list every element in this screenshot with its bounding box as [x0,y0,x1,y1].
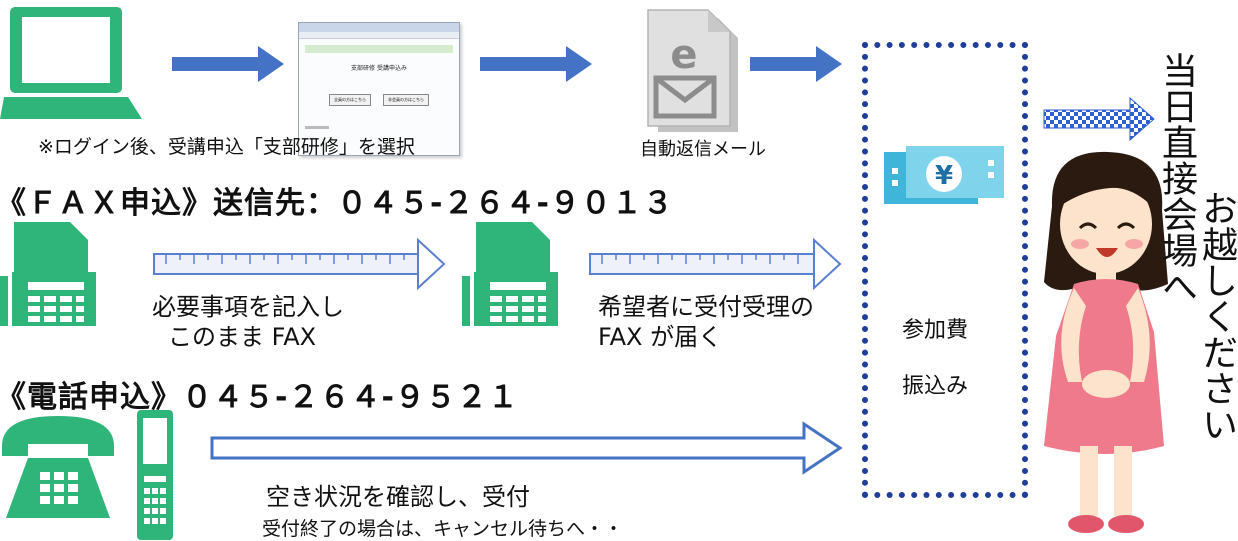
phone-heading: 《電話申込》０４５-２６４-９５２１ [0,380,519,415]
phone-step1-line2: 受付終了の場合は、キャンセル待ちへ・・ [262,518,624,540]
fax-step1-line1: 必要事項を記入し [152,293,344,321]
email-document-icon: e [647,9,738,132]
payment-label-fee: 参加費 [902,318,969,343]
arrow-right-icon [750,46,842,82]
mobile-phone-icon [137,410,173,540]
checker-arrow-icon [1043,96,1155,142]
fax-heading: 《ＦＡＸ申込》送信先：０４５-２６４-９０１３ [0,186,674,221]
fax-step2-line2: FAX が届く [598,323,723,351]
payment-label-transfer: 振込み [902,374,969,399]
fax-step1-line2: このまま FAX [168,323,317,351]
auto-reply-mail-label: 自動返信メール [640,139,766,160]
yen-bill-icon: ¥ [884,146,1004,204]
yen-symbol: ¥ [935,161,953,191]
arrow-right-icon [172,46,284,82]
login-note: ※ログイン後、受講申込「支部研修」を選択 [38,136,415,158]
laptop-icon [0,7,142,119]
screen-button-right: 非会員の方はこちら [383,94,429,106]
tape-arrow-icon [589,237,842,291]
screen-button-left: 全員の方はこちら [329,94,371,106]
screen-title: 支部研修 受講申込み [351,65,407,72]
fax-machine-icon [462,222,558,326]
fax-machine-icon [0,222,96,326]
tape-arrow-icon [153,237,446,291]
email-letter: e [670,32,697,78]
venue-text-secondary: お越しください [1196,190,1237,442]
fax-step2-line1: 希望者に受付受理の [598,293,814,321]
payment-box [862,42,1028,498]
arrow-right-icon [480,46,592,82]
telephone-icon [2,416,114,518]
phone-step1-line1: 空き状況を確認し、受付 [266,483,530,511]
browser-screenshot: 支部研修 受講申込み 全員の方はこちら 非会員の方はこちら [298,22,460,156]
woman-bowing-illustration [1044,151,1168,533]
venue-text-primary: 当日直接会場へ [1156,52,1197,304]
outline-arrow-icon [210,421,843,475]
